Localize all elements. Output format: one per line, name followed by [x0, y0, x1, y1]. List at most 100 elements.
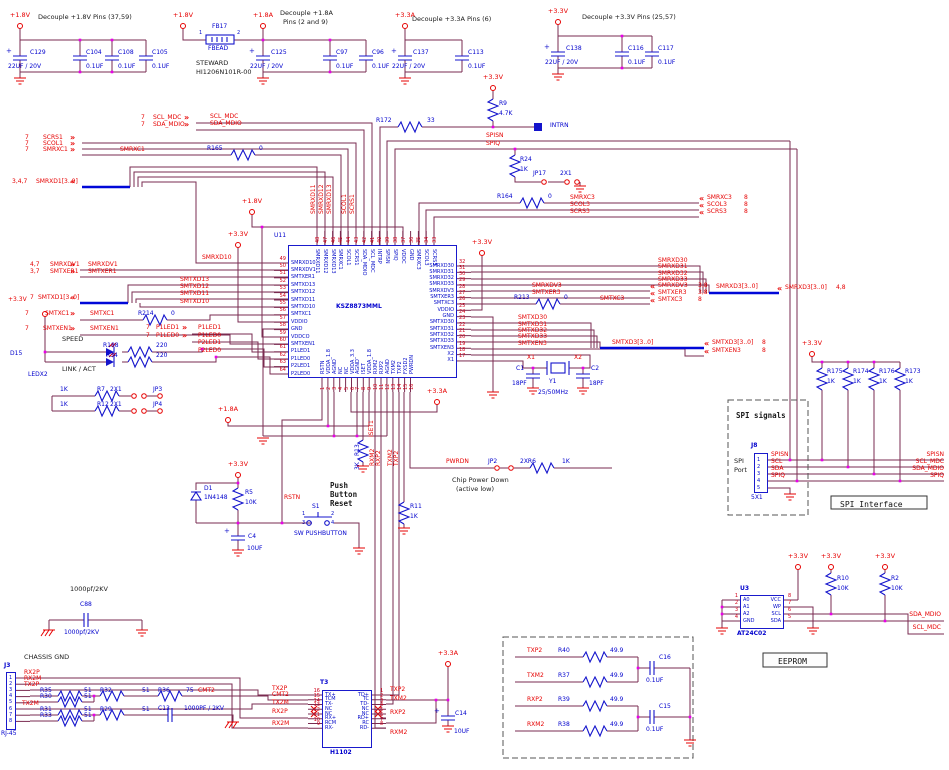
- pin-number: 58: [279, 322, 286, 329]
- net-label: 3,7: [30, 268, 40, 275]
- pin-name: SCOL1: [345, 249, 352, 266]
- ref-label: 1000pf/2KV: [64, 629, 100, 636]
- pin-name: A0: [743, 596, 750, 603]
- ref-label: 49.9: [610, 672, 624, 679]
- net-label: SMTXC1: [90, 310, 115, 317]
- ref-label: 1N4148: [204, 494, 228, 501]
- capacitor-icon: [83, 613, 89, 627]
- net-label: SDA_MDIO: [909, 611, 941, 618]
- net-label: SMRXD3[3..0]: [785, 284, 827, 291]
- net-label: CMT2: [272, 691, 289, 698]
- capacitor-icon: [649, 710, 655, 724]
- net-label: SMRXDV1: [50, 261, 80, 268]
- annotation: (active low): [456, 485, 494, 493]
- led-icon: [106, 358, 114, 366]
- chip-ref: U3: [740, 585, 750, 592]
- pin-name: PWRDN: [408, 354, 415, 374]
- pin-name: SMTXD32: [429, 332, 454, 339]
- pin-number: 39: [385, 236, 392, 243]
- net-label: SPISN: [926, 451, 945, 458]
- pin-name: GND: [291, 326, 303, 333]
- net-label: SMRXD32: [658, 270, 688, 277]
- pin-number: 35: [416, 236, 423, 243]
- pin-number: 59: [279, 329, 286, 336]
- crystal-icon: [550, 362, 566, 374]
- port-chevron-icon: »: [70, 145, 75, 154]
- net-label: 8: [744, 208, 748, 215]
- capacitor-icon: [359, 55, 373, 61]
- net-label: 4,8: [836, 284, 846, 291]
- resistor-icon: [57, 689, 83, 703]
- junction-dot: [200, 347, 204, 351]
- net-label: TX2P: [272, 685, 288, 692]
- ref-label: JP17: [533, 170, 547, 177]
- ref-label: D1: [204, 485, 213, 492]
- led-arrow-icon: [108, 342, 117, 348]
- resistor-icon: [127, 345, 153, 359]
- net-label: SMRXD10: [202, 254, 232, 261]
- junction-dot: [531, 366, 535, 370]
- pin-number: 44: [346, 236, 353, 243]
- junction-dot: [720, 612, 724, 616]
- ground-icon: [232, 549, 244, 557]
- net-label: SMRXD33: [658, 276, 688, 283]
- pin-name: SMTXD30: [429, 319, 454, 326]
- power-net-label: +3.3A: [394, 11, 416, 19]
- pin-number: 5: [343, 386, 350, 390]
- ref-label: 1K: [879, 378, 887, 385]
- pin-name: SPIQ: [392, 249, 398, 261]
- net-label: 7: [25, 146, 29, 153]
- pin-number: 1: [199, 30, 203, 36]
- ref-label: 2X1: [110, 386, 122, 393]
- pin-number: 14: [313, 697, 320, 704]
- ref-label: C113: [468, 49, 484, 56]
- net-label: +3.3V: [8, 296, 27, 303]
- pin-number: 34: [424, 236, 431, 243]
- chip-u11: [288, 245, 457, 378]
- ref-label: R188: [103, 342, 119, 349]
- pin-name: RCM: [325, 720, 337, 726]
- ground-icon: [716, 627, 728, 635]
- port-chevron-icon: «: [650, 282, 655, 291]
- ref-label: 220: [156, 342, 168, 349]
- transformer-t3: [322, 690, 372, 748]
- pin-name: NC: [343, 366, 350, 374]
- ref-label: 1K: [562, 458, 570, 465]
- resistor-icon: [157, 689, 183, 703]
- pin-number: 3: [734, 606, 738, 613]
- ref-label: R213: [514, 294, 530, 301]
- diode-icon: [190, 490, 202, 501]
- resistor-icon: [893, 367, 907, 391]
- ref-label: R11: [410, 503, 422, 510]
- pin-name: SDA: [770, 617, 781, 624]
- port-chevron-icon: «: [650, 289, 655, 298]
- pin-number: 45: [338, 236, 345, 243]
- pin-name: SCRS3: [431, 249, 437, 266]
- pin-number: 22: [459, 321, 466, 328]
- annotation: Button: [330, 490, 358, 499]
- net-label: SMTXEN1: [90, 325, 119, 332]
- pushbutton-icon[interactable]: [324, 520, 330, 526]
- net-label: SMTXER1: [50, 268, 79, 275]
- annotation: SPI: [734, 457, 744, 465]
- pin-number: 55: [279, 299, 286, 306]
- net-label: 7: [25, 325, 29, 332]
- junction-dot: [620, 34, 624, 38]
- ref-label: 4.7K: [499, 110, 513, 117]
- net-label: SMTXD32: [518, 327, 548, 334]
- junction-dot: [110, 70, 114, 74]
- termination-box: [502, 636, 694, 759]
- junction-dot: [846, 360, 850, 364]
- pin-name: VDDCO: [291, 333, 310, 340]
- pin-name: 7: [9, 711, 13, 718]
- pushbutton-icon[interactable]: [306, 520, 312, 526]
- resistor-icon: [508, 154, 522, 178]
- net-label: RSTN: [284, 494, 301, 501]
- net-label: SPISN: [771, 451, 789, 458]
- annotation: Push: [330, 481, 349, 490]
- pin-name: TD+: [357, 691, 369, 698]
- pin-number: 15: [402, 383, 409, 390]
- junction-dot: [78, 38, 82, 42]
- ref-label: R24: [520, 156, 532, 163]
- ref-label: C1: [516, 365, 525, 372]
